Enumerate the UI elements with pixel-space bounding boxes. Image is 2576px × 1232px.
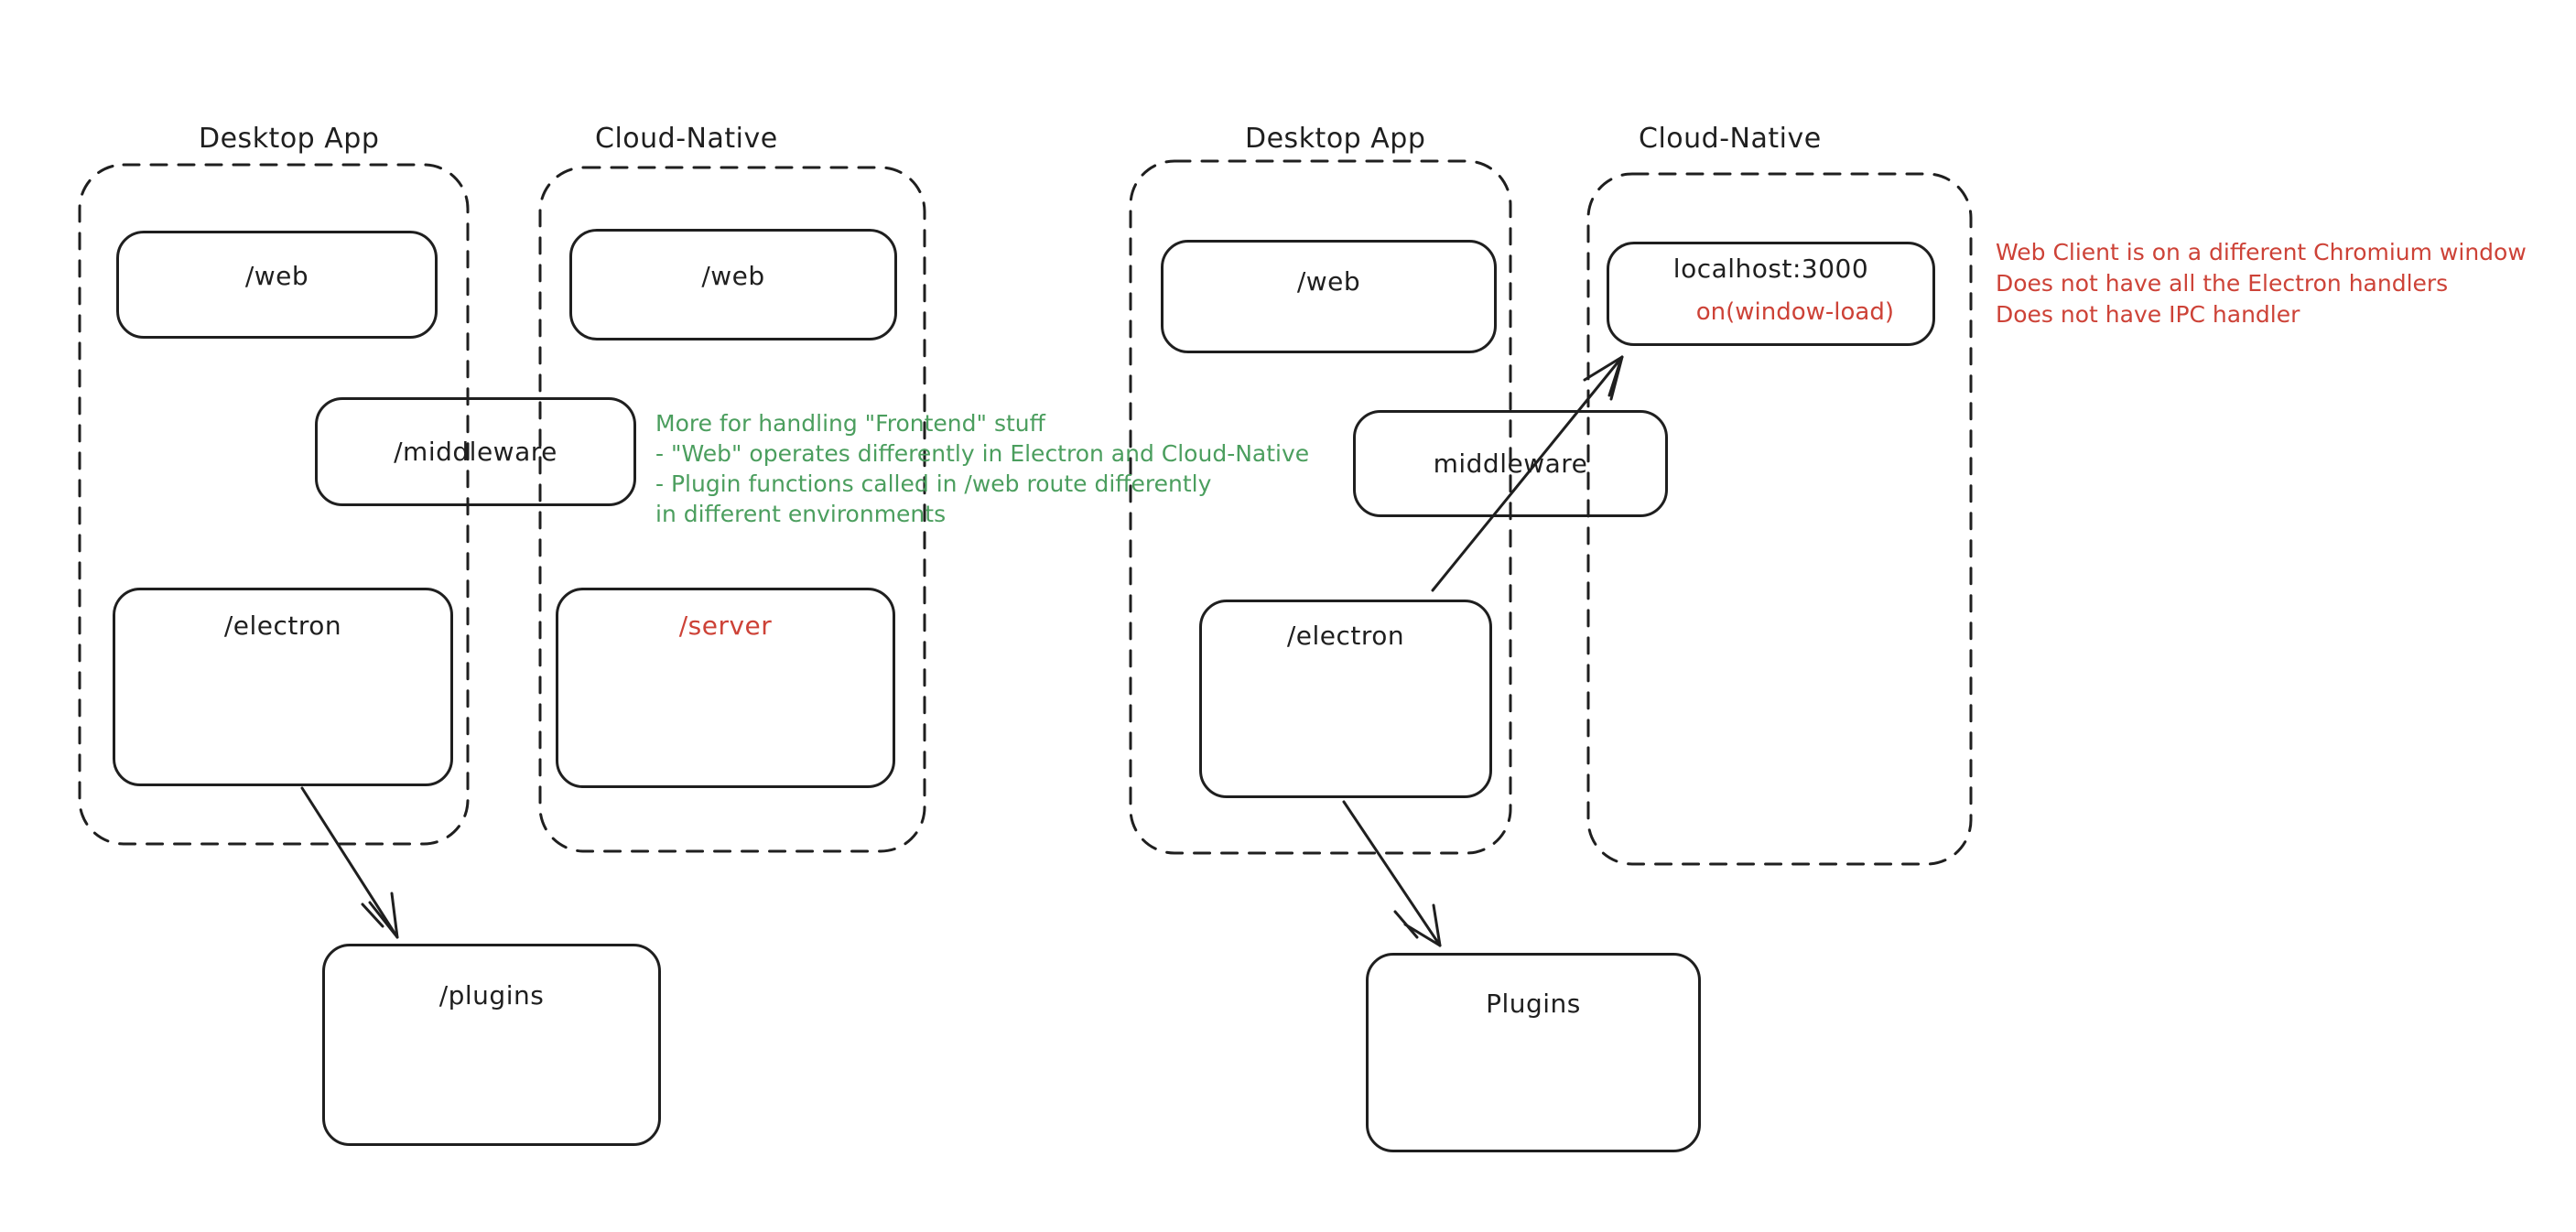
left-electron-label: /electron [223,611,342,641]
right-annotation-line: Does not have IPC handler [1996,301,2300,328]
right-annotation-line: Web Client is on a different Chromium wi… [1996,239,2527,265]
left-annotation-line: in different environments [655,501,947,527]
left-middleware-label: /middleware [394,437,557,467]
left-annotation-line: - "Web" operates differently in Electron… [655,440,1310,467]
arrow-electron-to-plugins-right [1342,800,1442,947]
left-server-box: /server [556,588,895,788]
right-middleware-label: middleware [1433,448,1588,479]
left-electron-box: /electron [113,588,453,786]
right-electron-label: /electron [1286,621,1405,651]
right-web-box: /web [1161,240,1497,353]
left-annotation-line: - Plugin functions called in /web route … [655,470,1212,497]
right-web-label: /web [1296,266,1361,297]
left-cloud-container-label: Cloud-Native [595,123,778,155]
left-server-label: /server [678,611,773,641]
left-desktop-container-label: Desktop App [199,123,380,155]
left-web-cloud-box: /web [569,229,897,340]
right-plugins-box: Plugins [1366,953,1701,1152]
right-localhost-box: localhost:3000 on(window-load) [1607,242,1935,346]
left-web-desktop-label: /web [244,261,309,291]
right-plugins-label: Plugins [1486,989,1581,1019]
right-localhost-label: localhost:3000 [1672,254,1869,284]
right-cloud-container-label: Cloud-Native [1639,123,1822,155]
left-web-desktop-box: /web [116,231,438,339]
right-electron-box: /electron [1199,600,1492,798]
right-window-load-label: on(window-load) [1695,298,1894,326]
left-annotation-note: More for handling "Frontend" stuff - "We… [655,408,1309,529]
right-desktop-container-label: Desktop App [1245,123,1426,155]
arrow-electron-to-plugins-left [300,786,399,939]
left-middleware-box: /middleware [315,397,636,506]
right-middleware-box: middleware [1353,410,1668,517]
left-web-cloud-label: /web [701,261,765,291]
left-annotation-line: More for handling "Frontend" stuff [655,410,1045,437]
left-plugins-box: /plugins [322,944,661,1146]
right-annotation-line: Does not have all the Electron handlers [1996,270,2449,297]
right-annotation-note: Web Client is on a different Chromium wi… [1996,237,2527,330]
left-plugins-label: /plugins [438,980,545,1010]
